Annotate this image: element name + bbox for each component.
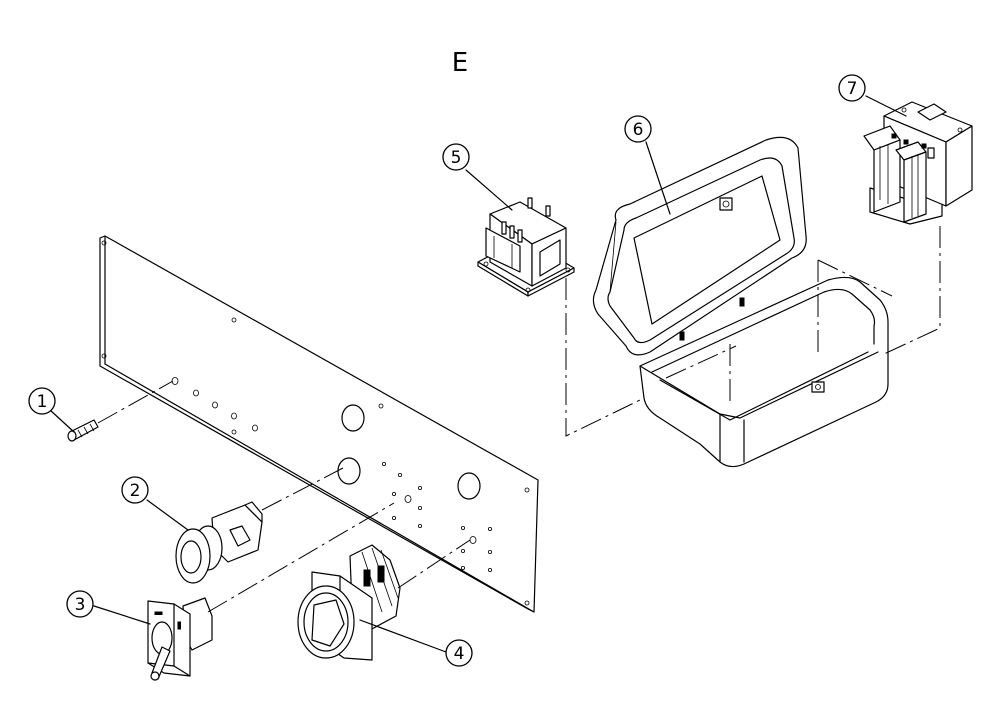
callout-2: 2	[121, 476, 149, 504]
callout-3: 3	[66, 590, 94, 618]
callout-7-label: 7	[847, 79, 858, 99]
callout-5-label: 5	[451, 148, 462, 168]
part-4-rotary-switch	[297, 539, 471, 661]
callout-3-label: 3	[75, 595, 86, 615]
callout-1: 1	[28, 387, 56, 415]
callout-1-label: 1	[37, 392, 48, 412]
callout-6: 6	[624, 115, 652, 143]
diagram-title: E	[451, 48, 469, 78]
callout-4: 4	[445, 639, 473, 667]
part-2-emergency-button	[175, 467, 344, 584]
callout-2-label: 2	[130, 481, 141, 501]
callout-7: 7	[838, 74, 866, 102]
callout-6-label: 6	[633, 120, 644, 140]
mounting-panel	[99, 235, 539, 613]
part-1-screw	[67, 380, 174, 442]
part-5-transformer	[477, 197, 641, 437]
callout-4-label: 4	[454, 644, 465, 664]
part-6-enclosure	[592, 136, 893, 468]
part-3-selector-switch	[147, 502, 395, 681]
callout-leaders	[49, 95, 907, 653]
part-7-contactor	[863, 101, 973, 355]
callout-5: 5	[442, 143, 470, 171]
